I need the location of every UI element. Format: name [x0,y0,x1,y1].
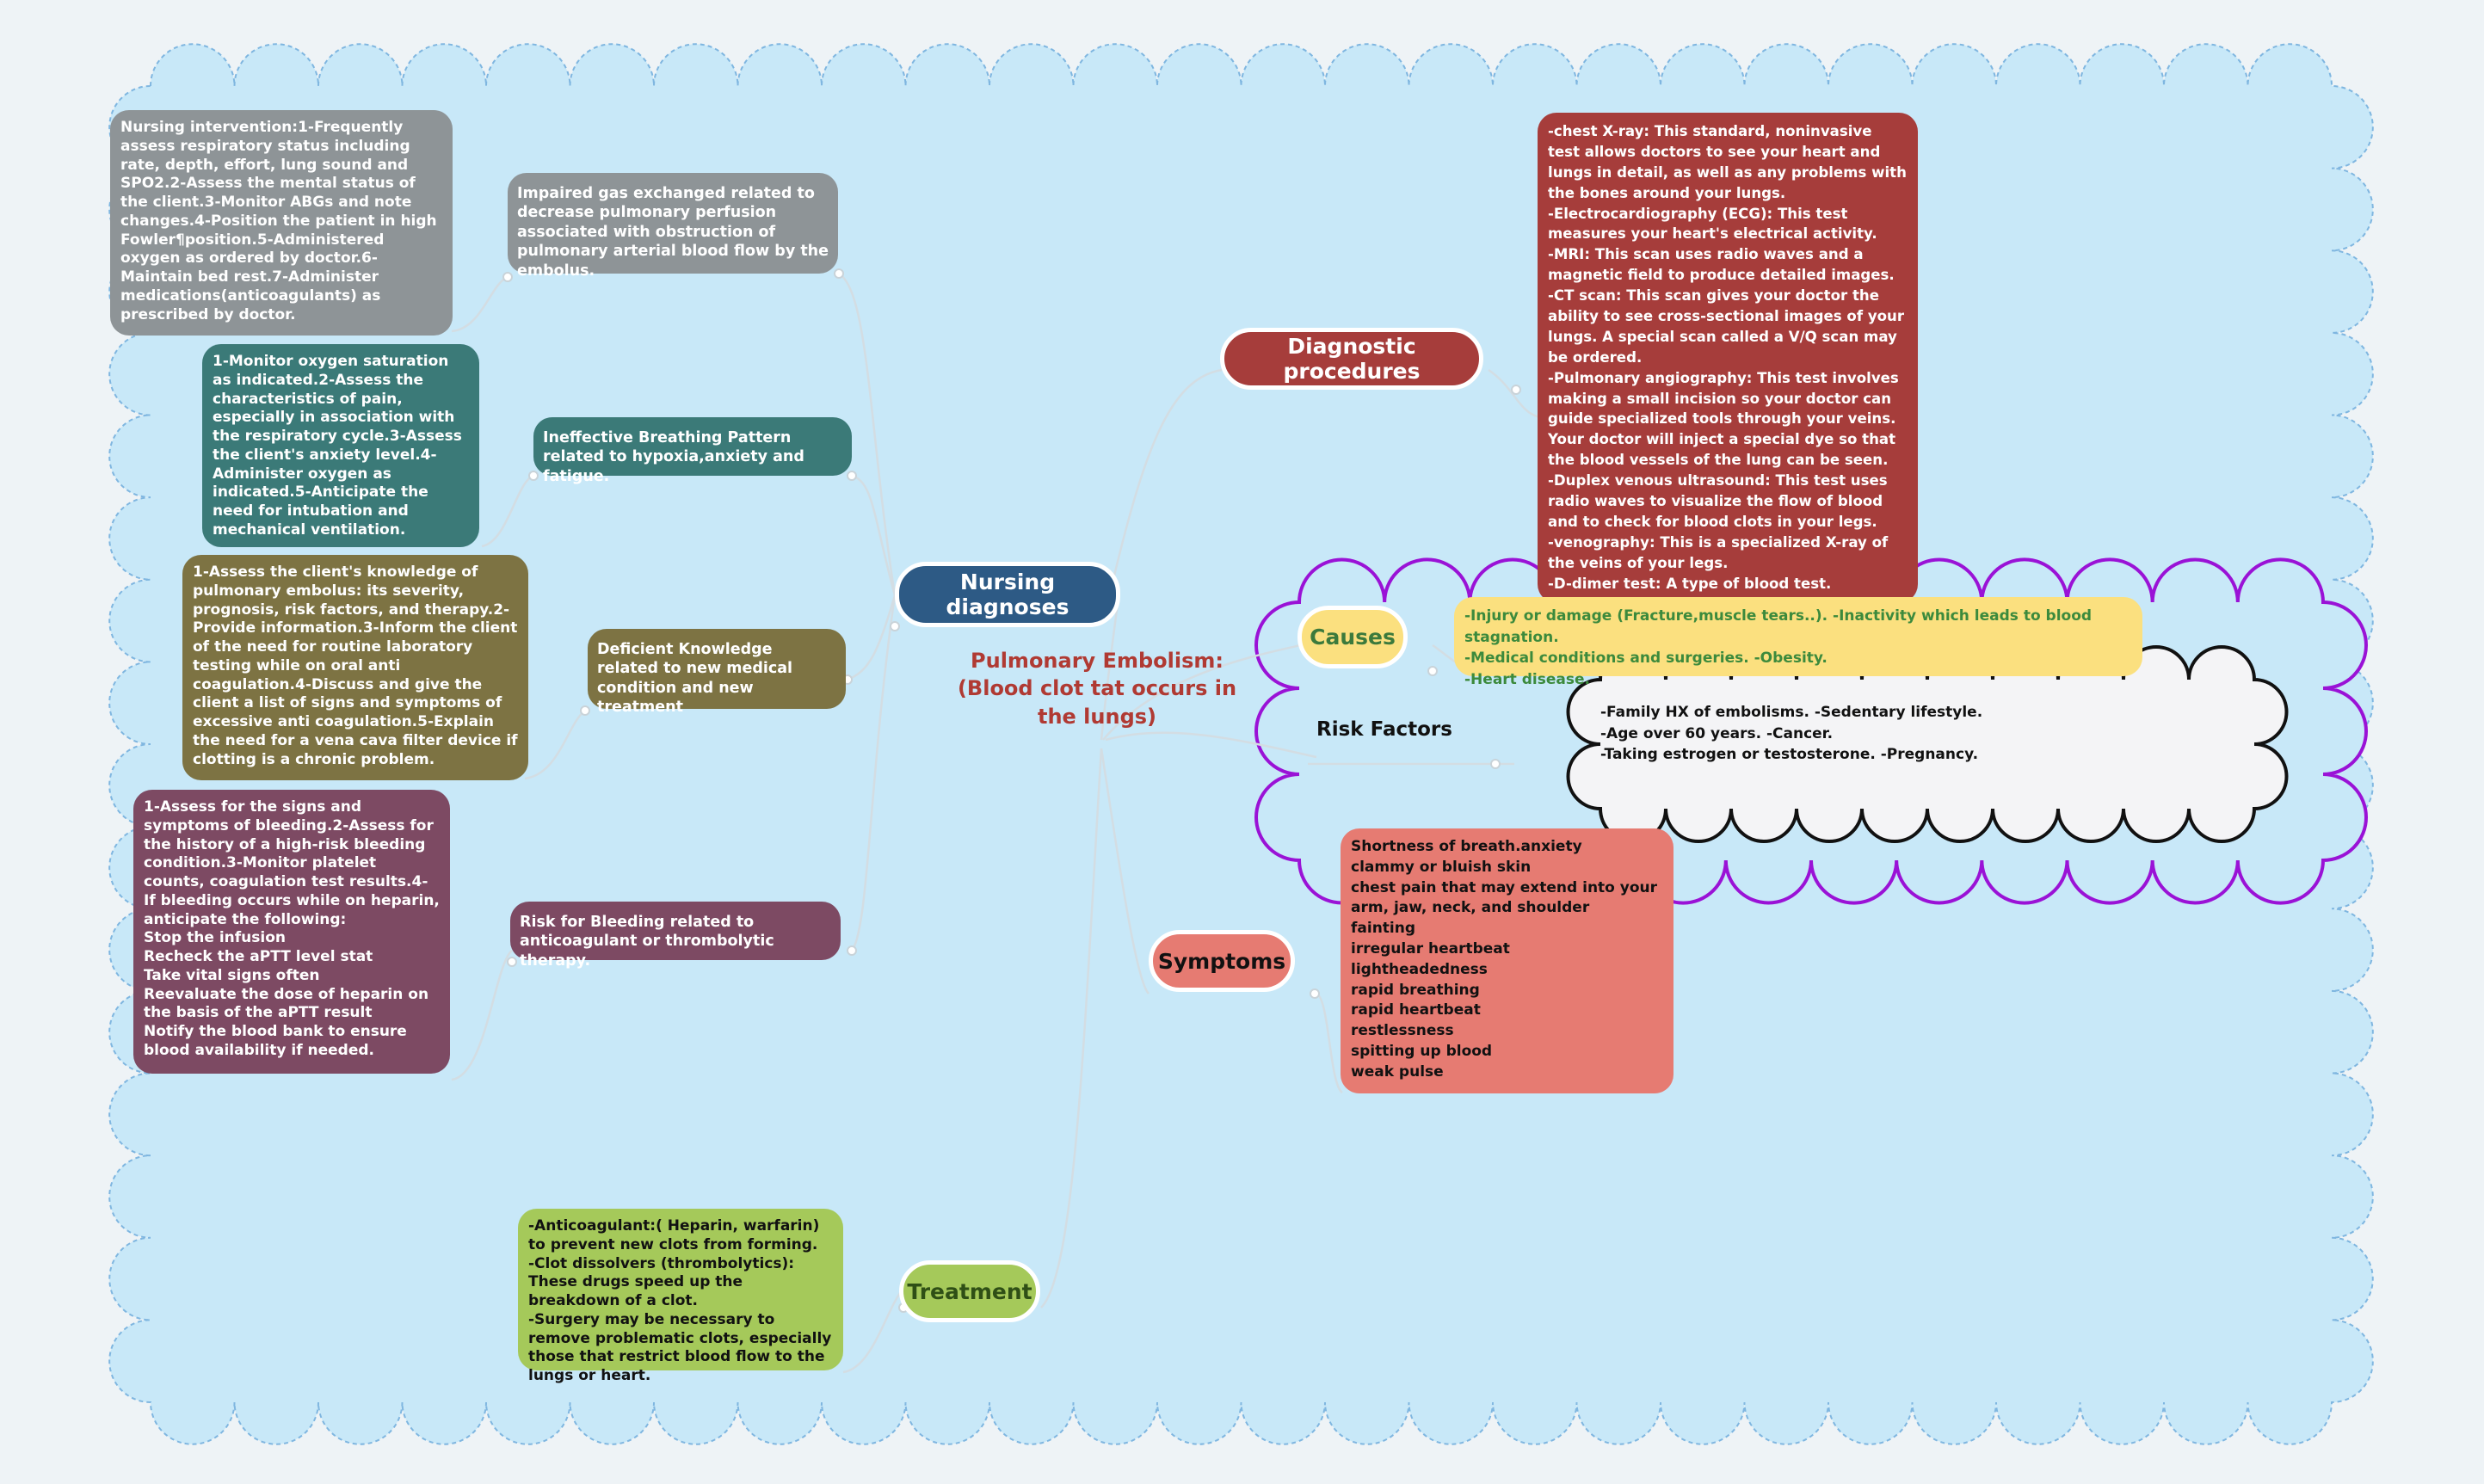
topic-diagnostic-procedures[interactable]: Diagnostic procedures [1220,328,1483,390]
topic-treatment[interactable]: Treatment [899,1260,1040,1322]
topic-causes[interactable]: Causes [1297,606,1408,668]
diagnosis-impaired-gas-exchange[interactable]: Impaired gas exchanged related to decrea… [508,173,838,280]
treatment-details: -Anticoagulant:( Heparin, warfarin) to p… [518,1209,843,1384]
diagnosis-ineffective-breathing[interactable]: Ineffective Breathing Pattern related to… [533,417,852,485]
connector-treatment-text [842,1288,904,1374]
interventions-breathing: 1-Monitor oxygen saturation as indicated… [202,344,479,547]
risk-factors-details: -Family HX of embolisms. -Sedentary life… [1600,704,1983,764]
interventions-bleeding: 1-Assess for the signs and symptoms of b… [133,790,450,1074]
connector-nursing-3 [847,594,897,681]
connector-diagnostic-text [1488,368,1541,419]
topic-nursing-diagnoses[interactable]: Nursing diagnoses [895,562,1120,627]
diagnosis-deficient-knowledge[interactable]: Deficient Knowledge related to new medic… [588,629,846,716]
diagnosis-risk-for-bleeding[interactable]: Risk for Bleeding related to anticoagula… [510,902,841,970]
connector-center-diagnostic [1108,368,1223,594]
connector-center-symptoms [1100,748,1150,994]
causes-details: -Injury or damage (Fracture,muscle tears… [1454,597,2142,688]
central-topic[interactable]: Pulmonary Embolism: (Blood clot tat occu… [957,649,1237,729]
topic-risk-factors[interactable]: Risk Factors [1316,718,1452,741]
connector-d2-i2 [481,474,534,548]
interventions-gas-exchange: Nursing intervention:1-Frequently assess… [110,110,453,336]
topic-symptoms[interactable]: Symptoms [1149,930,1295,992]
diagnostic-details: -chest X-ray: This standard, noninvasive… [1538,113,1918,603]
connector-nursing-1 [838,272,897,596]
connector-symptoms-text [1316,992,1343,1094]
symptoms-details: Shortness of breath.anxiety clammy or bl… [1341,828,1673,1093]
risk-factor-inner-cloud [1566,645,2289,843]
connector-center-treatment [1040,748,1103,1309]
connector-d4-i4 [451,950,513,1081]
interventions-knowledge: 1-Assess the client's knowledge of pulmo… [182,555,528,780]
connector-center-causes [1102,642,1309,741]
connector-d3-i3 [524,709,586,780]
connector-d1-i1 [451,275,509,333]
connector-nursing-4 [850,594,897,951]
connector-nursing-2 [851,474,897,596]
connector-center-risk [1105,731,1317,759]
